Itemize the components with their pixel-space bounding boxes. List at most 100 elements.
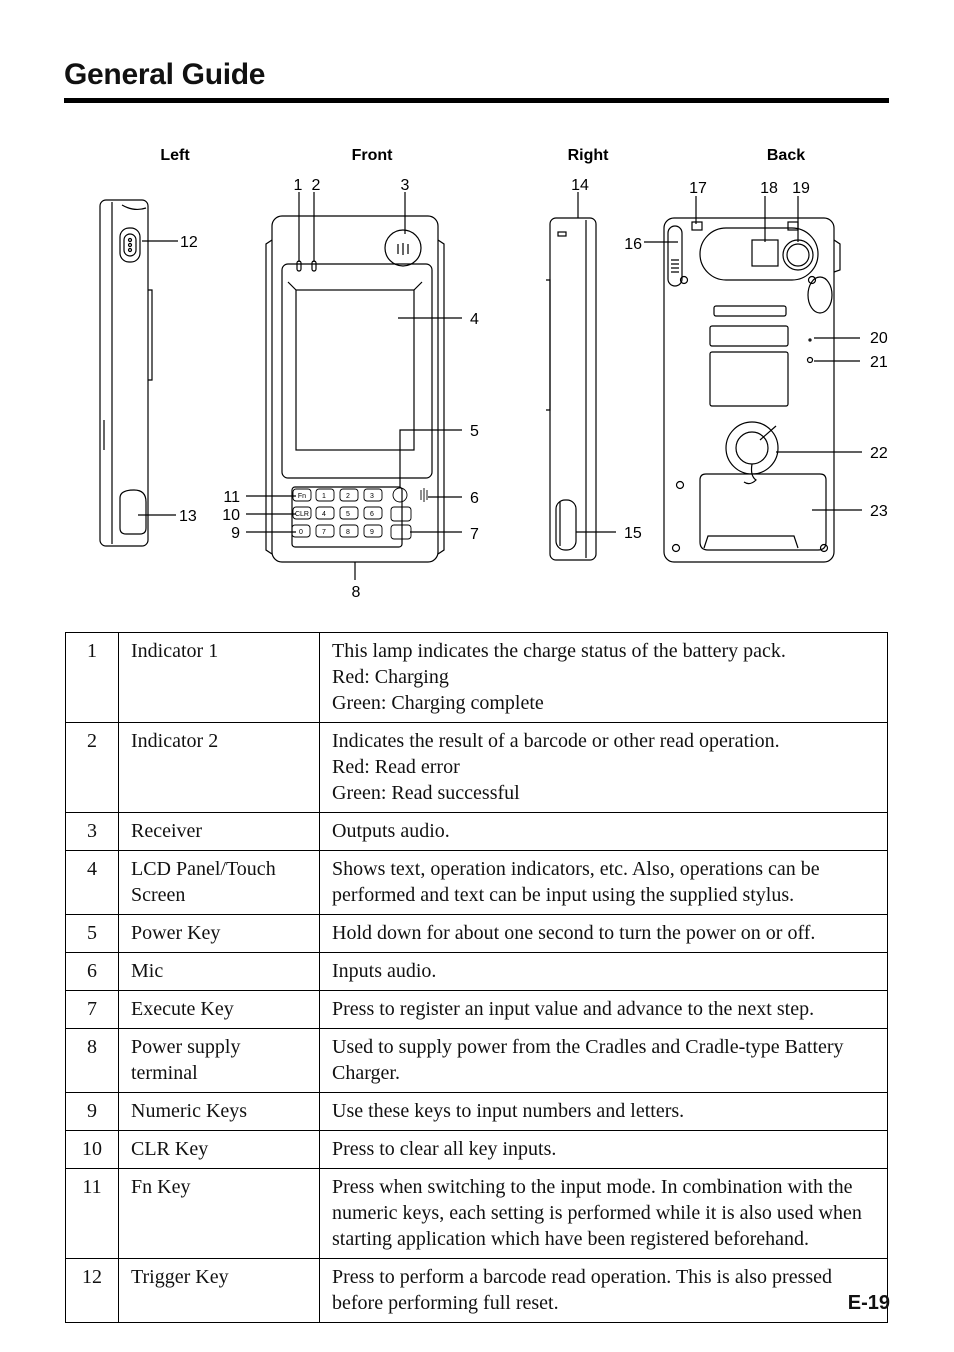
view-label-front: Front bbox=[352, 147, 394, 164]
callout-2: 2 bbox=[312, 177, 321, 194]
callout-20: 20 bbox=[870, 330, 888, 347]
callout-11: 11 bbox=[223, 489, 240, 506]
part-description: Press to perform a barcode read operatio… bbox=[319, 1258, 888, 1323]
callout-14: 14 bbox=[571, 177, 589, 194]
part-description: Indicates the result of a barcode or oth… bbox=[319, 722, 888, 813]
part-number: 1 bbox=[65, 632, 119, 723]
callout-21: 21 bbox=[870, 354, 888, 371]
part-description: This lamp indicates the charge status of… bbox=[319, 632, 888, 723]
table-row: 3 Receiver Outputs audio. bbox=[65, 812, 888, 851]
page-number: E-19 bbox=[847, 1292, 890, 1314]
part-description: Shows text, operation indicators, etc. A… bbox=[319, 850, 888, 915]
description-line: This lamp indicates the charge status of… bbox=[332, 640, 786, 662]
part-description: Hold down for about one second to turn t… bbox=[319, 914, 888, 953]
numeric-key: 9 bbox=[370, 529, 374, 536]
front-view-device: Fn CLR 1 2 3 4 5 6 0 7 8 9 bbox=[265, 215, 445, 563]
callout-7: 7 bbox=[470, 526, 479, 543]
part-number: 2 bbox=[65, 722, 119, 813]
part-name: Indicator 2 bbox=[118, 722, 320, 813]
numeric-key: 7 bbox=[322, 529, 326, 536]
clr-key: CLR bbox=[295, 511, 309, 518]
part-description: Outputs audio. bbox=[319, 812, 888, 851]
table-row: 12 Trigger Key Press to perform a barcod… bbox=[65, 1258, 888, 1323]
table-row: 11 Fn Key Press when switching to the in… bbox=[65, 1168, 888, 1259]
part-name: Numeric Keys bbox=[118, 1092, 320, 1131]
callout-22: 22 bbox=[870, 445, 888, 462]
part-number: 6 bbox=[65, 952, 119, 991]
right-view-device bbox=[546, 217, 597, 561]
callout-13: 13 bbox=[179, 508, 197, 525]
part-description: Used to supply power from the Cradles an… bbox=[319, 1028, 888, 1093]
part-number: 10 bbox=[65, 1130, 119, 1169]
part-number: 12 bbox=[65, 1258, 119, 1323]
title-rule bbox=[64, 98, 889, 103]
callout-9: 9 bbox=[231, 525, 240, 542]
callout-10: 10 bbox=[222, 507, 240, 524]
numeric-key: 5 bbox=[346, 511, 350, 518]
callout-17: 17 bbox=[689, 180, 707, 197]
part-number: 8 bbox=[65, 1028, 119, 1093]
part-description: Press to register an input value and adv… bbox=[319, 990, 888, 1029]
back-view-device bbox=[663, 217, 841, 563]
table-row: 7 Execute Key Press to register an input… bbox=[65, 990, 888, 1029]
table-row: 5 Power Key Hold down for about one seco… bbox=[65, 914, 888, 953]
callout-12: 12 bbox=[180, 234, 198, 251]
part-name: Power Key bbox=[118, 914, 320, 953]
numeric-key: 0 bbox=[299, 529, 303, 536]
leader-5 bbox=[399, 429, 462, 488]
part-description: Press to clear all key inputs. bbox=[319, 1130, 888, 1169]
callout-16: 16 bbox=[624, 236, 642, 253]
device-diagram: Left Front Right Back bbox=[60, 130, 900, 610]
part-name: Execute Key bbox=[118, 990, 320, 1029]
table-row: 6 Mic Inputs audio. bbox=[65, 952, 888, 991]
table-row: 10 CLR Key Press to clear all key inputs… bbox=[65, 1130, 888, 1169]
numeric-key: 1 bbox=[322, 493, 326, 500]
part-number: 9 bbox=[65, 1092, 119, 1131]
callout-19: 19 bbox=[792, 180, 810, 197]
part-number: 5 bbox=[65, 914, 119, 953]
numeric-key: 6 bbox=[370, 511, 374, 518]
numeric-key: 2 bbox=[346, 493, 350, 500]
callout-4: 4 bbox=[470, 311, 479, 328]
view-label-back: Back bbox=[767, 147, 805, 164]
view-label-left: Left bbox=[160, 147, 190, 164]
part-number: 7 bbox=[65, 990, 119, 1029]
part-description: Inputs audio. bbox=[319, 952, 888, 991]
view-label-right: Right bbox=[568, 147, 610, 164]
part-number: 3 bbox=[65, 812, 119, 851]
parts-table: 1 Indicator 1 This lamp indicates the ch… bbox=[65, 632, 888, 1323]
description-line: Red: Charging bbox=[332, 666, 449, 688]
numeric-key: 3 bbox=[370, 493, 374, 500]
part-name: Trigger Key bbox=[118, 1258, 320, 1323]
callout-15: 15 bbox=[624, 525, 642, 542]
part-number: 11 bbox=[65, 1168, 119, 1259]
callout-8: 8 bbox=[352, 584, 361, 601]
part-name: Indicator 1 bbox=[118, 632, 320, 723]
callout-18: 18 bbox=[760, 180, 778, 197]
part-name: LCD Panel/Touch Screen bbox=[118, 850, 320, 915]
numeric-key: 8 bbox=[346, 529, 350, 536]
table-row: 8 Power supply terminal Used to supply p… bbox=[65, 1028, 888, 1093]
page-title: General Guide bbox=[64, 58, 266, 91]
callout-5: 5 bbox=[470, 423, 479, 440]
table-row: 1 Indicator 1 This lamp indicates the ch… bbox=[65, 632, 888, 723]
left-view-device bbox=[99, 199, 153, 547]
table-row: 2 Indicator 2 Indicates the result of a … bbox=[65, 722, 888, 813]
numeric-key: 4 bbox=[322, 511, 326, 518]
description-line: Green: Charging complete bbox=[332, 692, 544, 714]
part-name: Receiver bbox=[118, 812, 320, 851]
callout-1: 1 bbox=[294, 177, 303, 194]
callout-3: 3 bbox=[401, 177, 410, 194]
part-name: Power supply terminal bbox=[118, 1028, 320, 1093]
table-row: 4 LCD Panel/Touch Screen Shows text, ope… bbox=[65, 850, 888, 915]
part-description: Use these keys to input numbers and lett… bbox=[319, 1092, 888, 1131]
description-line: Red: Read error bbox=[332, 756, 460, 778]
part-name: Mic bbox=[118, 952, 320, 991]
callout-6: 6 bbox=[470, 490, 479, 507]
fn-key: Fn bbox=[298, 493, 306, 500]
callout-23: 23 bbox=[870, 503, 888, 520]
table-row: 9 Numeric Keys Use these keys to input n… bbox=[65, 1092, 888, 1131]
part-number: 4 bbox=[65, 850, 119, 915]
description-line: Green: Read successful bbox=[332, 782, 520, 804]
part-name: CLR Key bbox=[118, 1130, 320, 1169]
